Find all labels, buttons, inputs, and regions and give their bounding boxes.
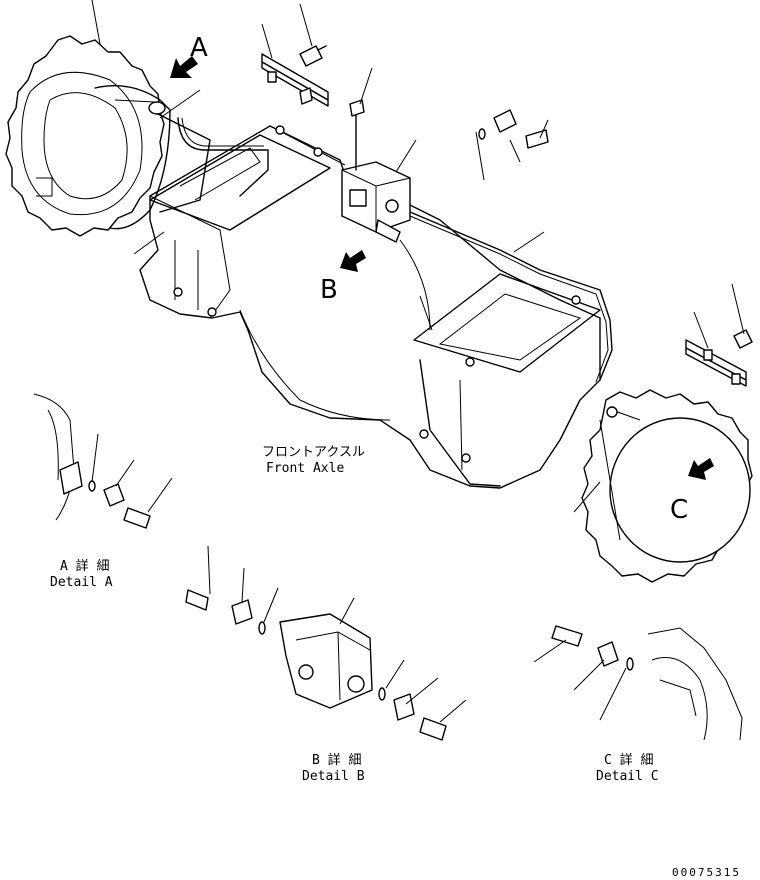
- junction-block: [341, 99, 411, 243]
- brake-tubes: [177, 117, 613, 383]
- detail-a-label-en: Detail A: [50, 575, 113, 590]
- view-label-c: C: [670, 495, 688, 525]
- view-a-arrow: [170, 56, 198, 78]
- detail-a-drawing: [33, 393, 173, 529]
- detail-c-label-ja: C 詳 細: [604, 752, 653, 768]
- view-label-b: B: [320, 275, 338, 305]
- view-label-a: A: [190, 33, 208, 63]
- bolt-top-left: [299, 45, 327, 67]
- bolt-right: [733, 329, 753, 349]
- view-b-arrow: [340, 250, 366, 272]
- main-label-en: Front Axle: [266, 461, 344, 476]
- detail-b-label-ja: B 詳 細: [312, 752, 361, 768]
- detail-b-label-en: Detail B: [302, 769, 365, 784]
- left-wheel-hub: [5, 35, 211, 237]
- detail-a-label-ja: A 詳 細: [60, 558, 109, 574]
- elbow-fitting-top: [478, 109, 549, 149]
- drawing-code: 00075315: [672, 866, 741, 879]
- left-bracket: [261, 53, 329, 107]
- detail-c-drawing: [533, 625, 743, 741]
- leader-lines-main: [91, 0, 745, 513]
- axle-housing: [139, 125, 601, 489]
- right-wheel-hub: [581, 389, 753, 583]
- view-c-arrow: [688, 458, 714, 480]
- detail-c-label-en: Detail C: [596, 769, 659, 784]
- detail-b-drawing: [185, 545, 467, 741]
- right-bracket: [685, 339, 747, 387]
- main-label-ja: フロントアクスル: [262, 445, 365, 460]
